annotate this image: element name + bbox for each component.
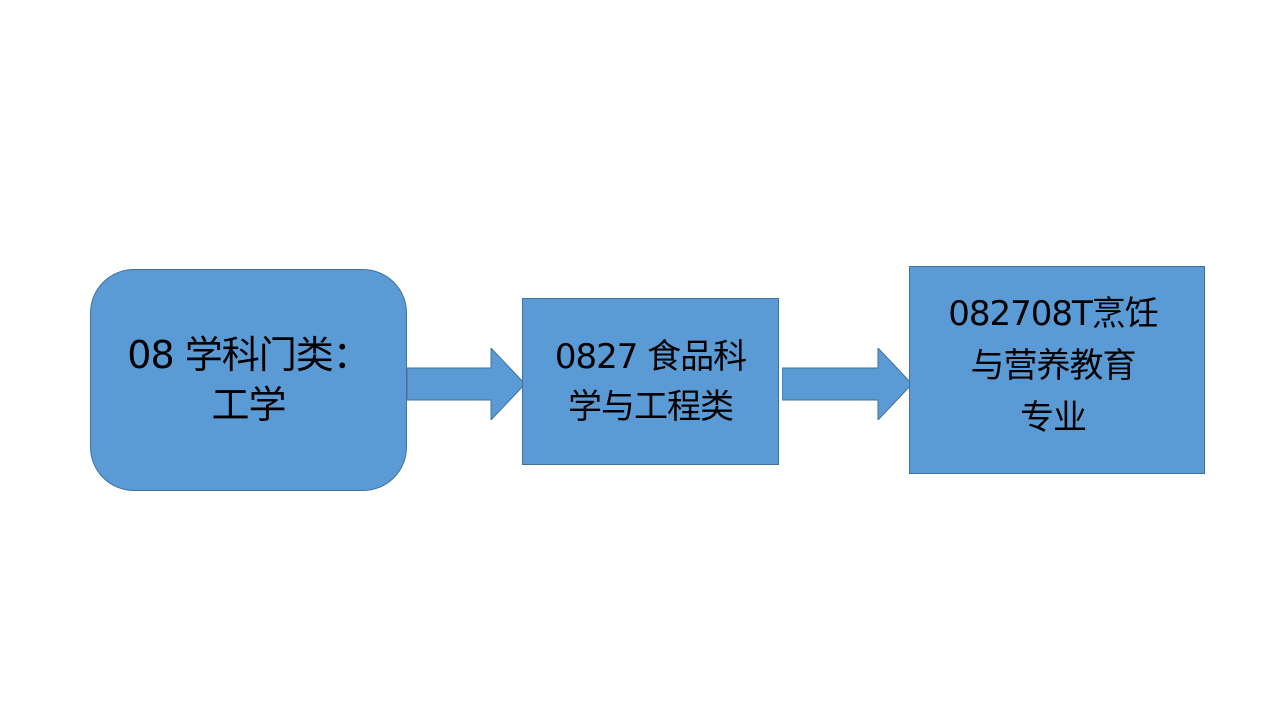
node-line: 082708T烹饪 [948, 294, 1159, 334]
node-major: 082708T烹饪 与营养教育 专业 [909, 266, 1205, 474]
node-major-label: 082708T烹饪 与营养教育 专业 [948, 288, 1159, 444]
node-discipline-category: 08 学科门类： 工学 [90, 269, 407, 491]
node-line: 专业 [1020, 398, 1087, 438]
node-subject-class: 0827 食品科 学与工程类 [522, 298, 779, 465]
node-line: 0827 食品科 [554, 336, 747, 377]
arrow-right-icon [782, 348, 912, 420]
node-discipline-category-label: 08 学科门类： 工学 [127, 330, 370, 430]
node-line: 08 学科门类： [127, 333, 370, 377]
node-line: 与营养教育 [970, 346, 1137, 386]
arrow-right-icon [407, 348, 525, 420]
node-subject-class-label: 0827 食品科 学与工程类 [554, 332, 747, 432]
node-line: 学与工程类 [568, 386, 734, 427]
node-line: 工学 [211, 383, 286, 427]
